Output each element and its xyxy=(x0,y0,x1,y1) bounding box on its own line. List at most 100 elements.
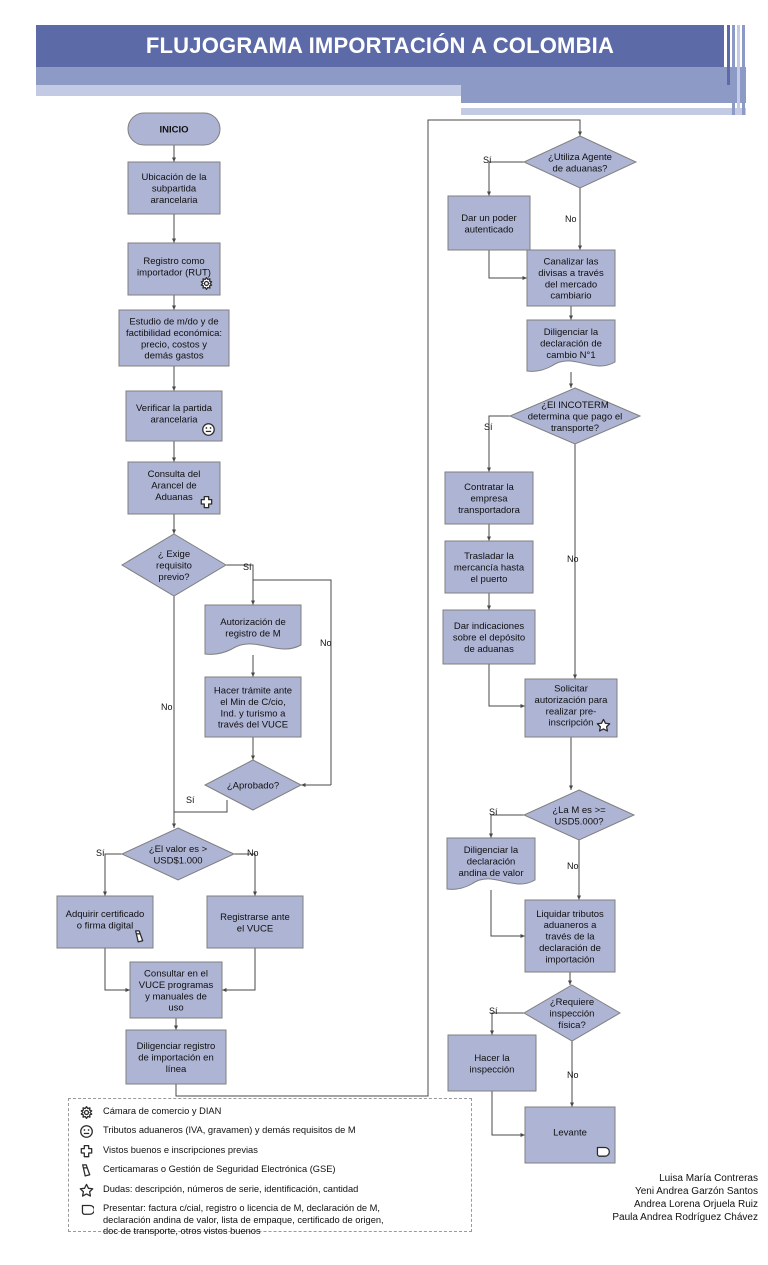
edge-label-aprobado-si: Sí xyxy=(186,795,195,805)
flow-node-poder[interactable]: Dar un poderautenticado xyxy=(448,196,530,250)
flow-node-estudio[interactable]: Estudio de m/do y defactibilidad económi… xyxy=(119,310,229,366)
flow-node-label: Registro como xyxy=(143,256,204,267)
flow-node-consultar-vuce[interactable]: Consultar en elVUCE programasy manuales … xyxy=(130,962,222,1018)
flow-node-label: cambiario xyxy=(550,291,591,302)
flow-node-declaracion-cambio[interactable]: Diligenciar ladeclaración decambio N°1 xyxy=(527,320,615,371)
flow-node-andina-valor[interactable]: Diligenciar ladeclaraciónandina de valor xyxy=(447,838,535,889)
flow-node-label: Estudio de m/do y de xyxy=(129,317,218,328)
legend-item: Cámara de comercio y DIAN xyxy=(69,1105,221,1120)
edge-agente-si xyxy=(489,162,524,196)
flow-node-autorizacion-m[interactable]: Autorización deregistro de M xyxy=(205,605,301,654)
flow-node-label: sobre el depósito xyxy=(453,633,525,644)
flow-node-label: precio, costos y xyxy=(141,339,207,350)
flow-node-preinscripcion[interactable]: Solicitarautorización pararealizar pre-i… xyxy=(525,679,617,737)
edge-valor-si xyxy=(105,854,122,896)
flow-node-label: mercancía hasta xyxy=(454,563,525,574)
flow-node-diligenciar-reg[interactable]: Diligenciar registrode importación enlín… xyxy=(126,1030,226,1084)
flow-node-label: inscripción xyxy=(549,718,594,729)
legend-panel: Cámara de comercio y DIAN Tributos aduane… xyxy=(68,1098,472,1232)
flow-node-label: física? xyxy=(558,1020,585,1031)
flow-node-label: el puerto xyxy=(471,574,508,585)
flow-node-liquidar[interactable]: Liquidar tributosaduaneros através de la… xyxy=(525,900,615,972)
flow-node-label: VUCE programas xyxy=(139,980,214,991)
legend-item-label: Presentar: factura c/cial, registro o li… xyxy=(103,1202,384,1238)
legend-item-label: Dudas: descripción, números de serie, id… xyxy=(103,1183,358,1196)
author-name: Luisa María Contreras xyxy=(528,1172,758,1185)
flow-node-agente-aduanas[interactable]: ¿Utiliza Agentede aduanas? xyxy=(524,136,636,188)
flow-node-label: andina de valor xyxy=(459,868,524,879)
flow-node-label: previo? xyxy=(158,572,189,583)
gear-icon xyxy=(201,278,211,290)
card-icon xyxy=(597,1147,609,1156)
flow-node-label: Hacer trámite ante xyxy=(214,686,292,697)
edge-poder-divisas xyxy=(489,250,527,278)
flow-node-registro-rut[interactable]: Registro comoimportador (RUT) xyxy=(128,243,220,295)
flow-node-label: registro de M xyxy=(225,628,281,639)
flow-node-label: declaración de xyxy=(540,339,602,350)
flow-node-label: realizar pre- xyxy=(546,706,597,717)
author-name: Andrea Lorena Orjuela Ruiz xyxy=(528,1198,758,1211)
flow-node-deposito[interactable]: Dar indicacionessobre el depósitode adua… xyxy=(443,610,535,664)
edge-label-incoterm-si: Sí xyxy=(484,422,493,432)
edge-inspeccion-si xyxy=(492,1013,524,1035)
edge-andina-liquidar xyxy=(491,890,525,936)
flow-node-certificado[interactable]: Adquirir certificadoo firma digital xyxy=(57,896,153,948)
flow-node-verificar[interactable]: Verificar la partidaarancelaria xyxy=(126,391,222,441)
flow-node-exige-requisito[interactable]: ¿ Exigerequisitoprevio? xyxy=(122,534,226,596)
flow-node-label: o firma digital xyxy=(77,920,134,931)
flow-node-transportadora[interactable]: Contratar laempresatransportadora xyxy=(445,472,533,524)
flow-node-label: Verificar la partida xyxy=(136,403,213,414)
edge-label-inspeccion-si: Sí xyxy=(489,1006,498,1016)
flow-node-label: través del VUCE xyxy=(218,720,288,731)
flow-node-label: arancelaria xyxy=(151,195,199,206)
legend-item-label: Certicamaras o Gestión de Seguridad Elec… xyxy=(103,1163,336,1176)
flow-node-label: divisas a través xyxy=(538,268,604,279)
flow-node-label: de aduanas xyxy=(464,644,514,655)
flow-node-m-5000[interactable]: ¿La M es >=USD5.000? xyxy=(524,790,634,840)
flow-node-aprobado[interactable]: ¿Aprobado? xyxy=(205,760,301,810)
flow-node-inspeccion-q[interactable]: ¿Requiereinspecciónfísica? xyxy=(524,985,620,1041)
flow-node-label: factibilidad económica: xyxy=(126,328,222,339)
legend-item: Dudas: descripción, números de serie, id… xyxy=(69,1183,358,1198)
flow-node-incoterm[interactable]: ¿El INCOTERMdetermina que pago eltranspo… xyxy=(510,388,640,444)
star-icon xyxy=(69,1183,103,1198)
edge-label-incoterm-no: No xyxy=(567,554,579,564)
flow-node-label: Consultar en el xyxy=(144,969,208,980)
legend-item: Certicamaras o Gestión de Seguridad Elec… xyxy=(69,1163,336,1178)
edge-label-valor-no: No xyxy=(247,848,259,858)
flow-node-label: transportadora xyxy=(458,505,521,516)
author-name: Yeni Andrea Garzón Santos xyxy=(528,1185,758,1198)
flow-node-tramite-vuce[interactable]: Hacer trámite anteel Min de C/cio,Ind. y… xyxy=(205,677,301,737)
flow-node-hacer-inspeccion[interactable]: Hacer lainspección xyxy=(448,1035,536,1091)
flow-node-label: Arancel de xyxy=(151,481,196,492)
flow-node-label: Dar un poder xyxy=(461,213,516,224)
legend-item-label: Cámara de comercio y DIAN xyxy=(103,1105,221,1118)
flow-node-label: Liquidar tributos xyxy=(536,909,604,920)
flow-node-levante[interactable]: Levante xyxy=(525,1107,615,1163)
flow-node-label: y manuales de xyxy=(145,991,207,1002)
flow-node-label: Ubicación de la xyxy=(142,172,208,183)
legend-item-label: Tributos aduaneros (IVA, gravamen) y dem… xyxy=(103,1124,356,1137)
flow-node-label: ¿La M es >= xyxy=(552,805,606,816)
flow-node-divisas[interactable]: Canalizar lasdivisas a travésdel mercado… xyxy=(527,250,615,306)
flow-node-label: transporte? xyxy=(551,423,599,434)
edge-label-agente-no: No xyxy=(565,214,577,224)
edge-m5000-si xyxy=(491,815,524,838)
card-icon xyxy=(69,1202,103,1217)
flow-node-consulta-arancel[interactable]: Consulta delArancel deAduanas xyxy=(128,462,220,514)
flow-node-ubicacion[interactable]: Ubicación de lasubpartidaarancelaria xyxy=(128,162,220,214)
flow-node-registrarse-vuce[interactable]: Registrarse anteel VUCE xyxy=(207,896,303,948)
flow-node-label: USD5.000? xyxy=(554,816,603,827)
edge-valor-no xyxy=(234,854,255,896)
gear-icon xyxy=(69,1105,103,1120)
flow-node-label: declaración xyxy=(467,857,516,868)
flow-node-valor-1000[interactable]: ¿El valor es >USD$1.000 xyxy=(122,828,234,880)
flow-node-trasladar[interactable]: Trasladar lamercancía hastael puerto xyxy=(445,541,533,593)
flow-node-label: inspección xyxy=(470,1064,515,1075)
legend-item: Vistos buenos e inscripciones previas xyxy=(69,1144,258,1159)
flow-node-label: de importación en xyxy=(138,1053,214,1064)
flow-node-inicio[interactable]: INICIO xyxy=(128,113,220,145)
flow-node-label: Hacer la xyxy=(474,1053,510,1064)
flow-node-label: Contratar la xyxy=(464,482,514,493)
